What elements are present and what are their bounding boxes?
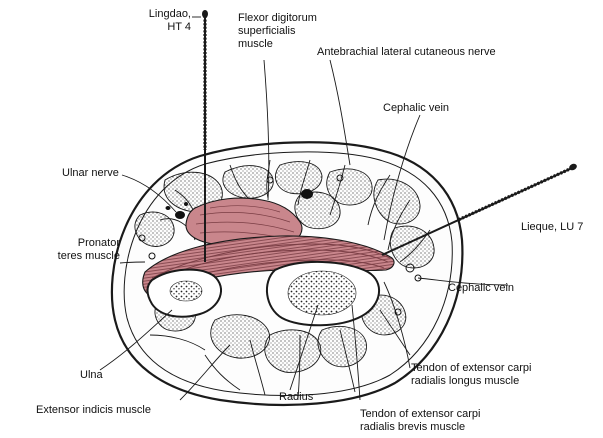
label-tendon-ecrb: Tendon of extensor carpi radialis brevis… <box>360 408 480 434</box>
label-tendon-ecrl: Tendon of extensor carpi radialis longus… <box>411 362 531 388</box>
label-lingdao: Lingdao, HT 4 <box>126 8 191 34</box>
label-lieque-lu7: Lieque, LU 7 <box>521 221 583 234</box>
label-cephalic-vein-top: Cephalic vein <box>383 102 449 115</box>
label-pronator-teres: Pronator teres muscle <box>40 237 120 263</box>
label-radius: Radius <box>279 391 313 404</box>
label-ulnar-nerve: Ulnar nerve <box>62 167 119 180</box>
label-ulna: Ulna <box>80 369 103 382</box>
label-extensor-indicis: Extensor indicis muscle <box>36 404 151 417</box>
label-antebrachial-lateral-cutaneous-nerve: Antebrachial lateral cutaneous nerve <box>317 46 496 59</box>
label-flexor-digitorum-superficialis: Flexor digitorum superficialis muscle <box>238 12 317 51</box>
label-cephalic-vein-right: Cephalic vein <box>448 282 514 295</box>
